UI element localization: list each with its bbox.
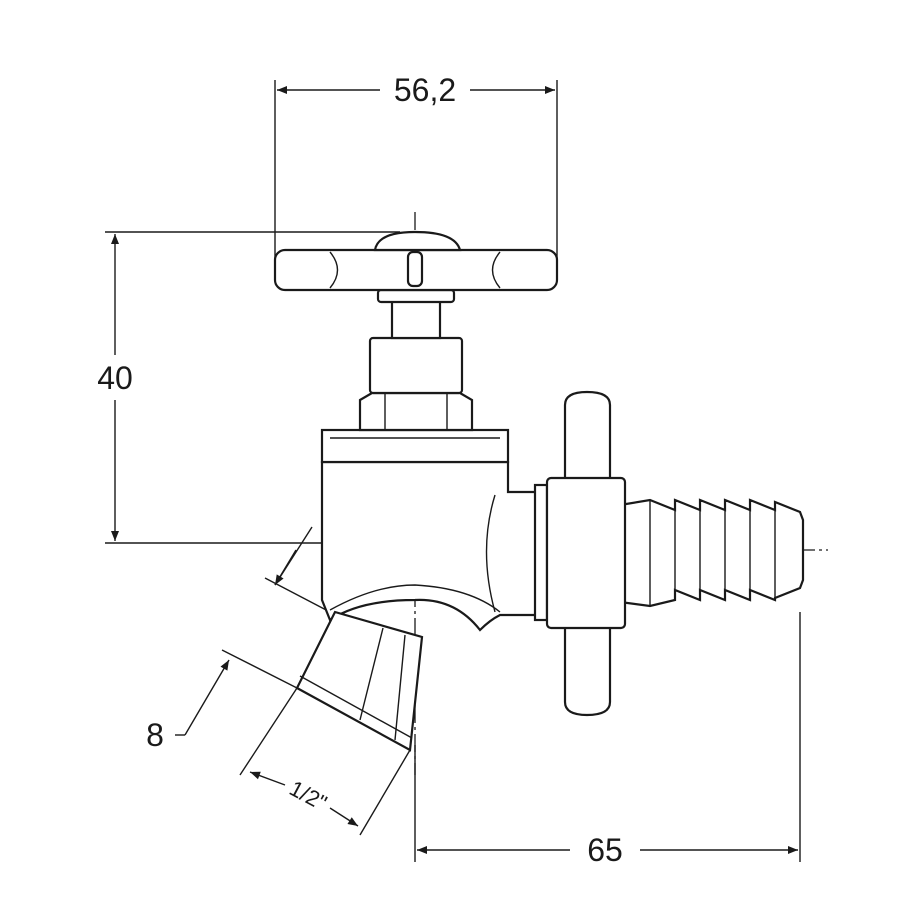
outlet-nut: [533, 476, 627, 630]
stem-assembly: [358, 288, 474, 432]
valve-body: [320, 428, 542, 632]
dimension-lines: [111, 86, 798, 854]
dim-overall-length: 65: [587, 832, 623, 868]
cross-handle: [273, 230, 559, 292]
dim-height: 40: [97, 360, 133, 396]
dim-thread-length: 8: [146, 717, 164, 753]
threaded-outlet: [295, 610, 424, 752]
extension-lines: [105, 80, 801, 862]
dim-thread-size: 1/2": [285, 776, 331, 816]
hose-barb: [618, 498, 805, 608]
dim-handle-width: 56,2: [394, 72, 456, 108]
